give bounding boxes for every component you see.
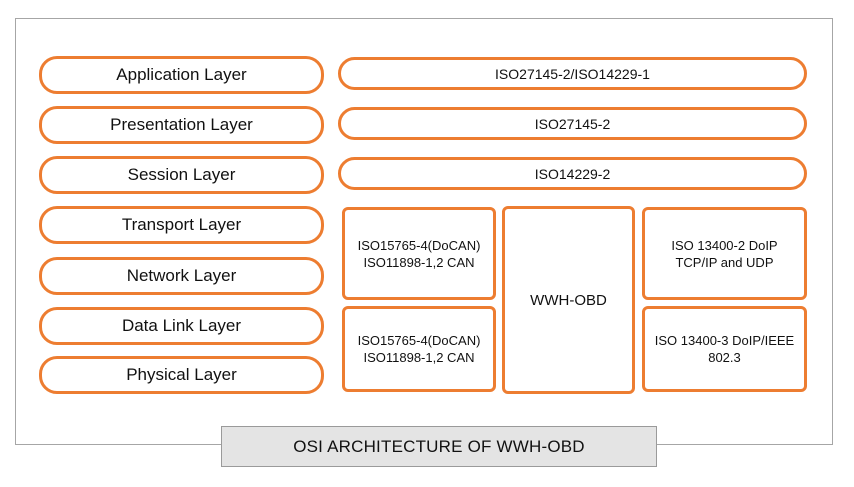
layer-network: Network Layer bbox=[39, 257, 324, 295]
standard-label: ISO27145-2 bbox=[534, 115, 611, 132]
layer-label: Session Layer bbox=[127, 165, 236, 184]
standard-session: ISO14229-2 bbox=[338, 157, 807, 190]
standard-application: ISO27145-2/ISO14229-1 bbox=[338, 57, 807, 90]
block-can-lower: ISO15765-4(DoCAN) ISO11898-1,2 CAN bbox=[342, 306, 496, 392]
layer-label: Physical Layer bbox=[126, 365, 237, 384]
layer-label: Data Link Layer bbox=[121, 316, 242, 335]
block-label: ISO 13400-2 DoIP TCP/IP and UDP bbox=[671, 237, 778, 270]
block-wwh-obd: WWH-OBD bbox=[502, 206, 635, 394]
standard-label: ISO27145-2/ISO14229-1 bbox=[495, 65, 650, 82]
block-doip-upper: ISO 13400-2 DoIP TCP/IP and UDP bbox=[642, 207, 807, 300]
block-label: ISO 13400-3 DoIP/IEEE 802.3 bbox=[654, 333, 795, 365]
standard-label: ISO14229-2 bbox=[534, 165, 611, 182]
layer-label: Network Layer bbox=[126, 266, 237, 285]
caption-text: OSI ARCHITECTURE OF WWH-OBD bbox=[293, 436, 585, 456]
layer-data-link: Data Link Layer bbox=[39, 307, 324, 345]
block-doip-lower: ISO 13400-3 DoIP/IEEE 802.3 bbox=[642, 306, 807, 392]
layer-application: Application Layer bbox=[39, 56, 324, 94]
block-label: WWH-OBD bbox=[530, 291, 607, 309]
block-can-upper: ISO15765-4(DoCAN) ISO11898-1,2 CAN bbox=[342, 207, 496, 300]
layer-label: Application Layer bbox=[116, 65, 247, 84]
layer-label: Transport Layer bbox=[121, 215, 242, 234]
layer-session: Session Layer bbox=[39, 156, 324, 194]
block-label: ISO15765-4(DoCAN) ISO11898-1,2 CAN bbox=[357, 237, 481, 270]
layer-presentation: Presentation Layer bbox=[39, 106, 324, 144]
block-label: ISO15765-4(DoCAN) ISO11898-1,2 CAN bbox=[357, 333, 481, 365]
layer-label: Presentation Layer bbox=[110, 115, 253, 134]
standard-presentation: ISO27145-2 bbox=[338, 107, 807, 140]
layer-physical: Physical Layer bbox=[39, 356, 324, 394]
diagram-caption: OSI ARCHITECTURE OF WWH-OBD bbox=[221, 426, 657, 467]
layer-transport: Transport Layer bbox=[39, 206, 324, 244]
